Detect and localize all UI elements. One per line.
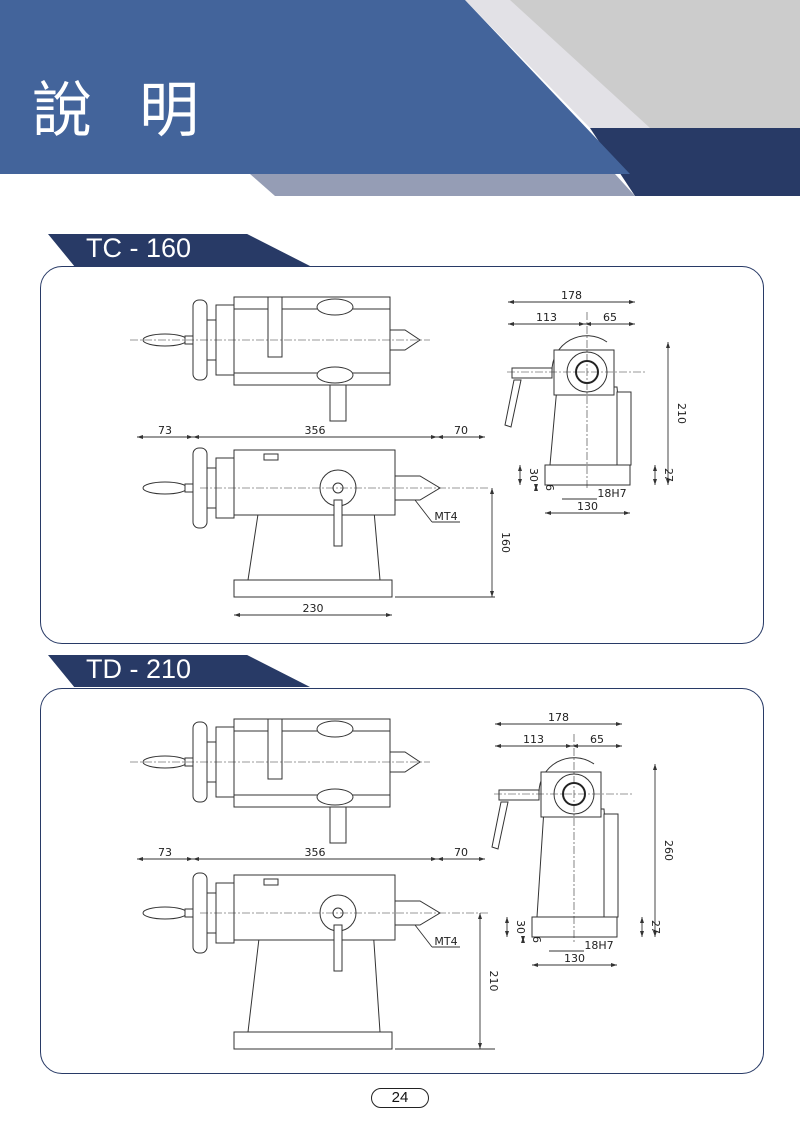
dim-right-width: 65	[590, 733, 604, 746]
page-number: 24	[371, 1088, 429, 1108]
section-title: TD - 210	[86, 654, 192, 684]
label-morse-taper: MT4	[434, 510, 457, 523]
dim-length: 356	[305, 424, 326, 437]
dim-tip: 70	[454, 846, 468, 859]
dim-base-length: 230	[303, 602, 324, 615]
dim-base-width: 130	[577, 500, 598, 513]
dim-height: 260	[662, 840, 675, 861]
dim-center-height: 160	[499, 532, 512, 553]
dim-slot: 18H7	[584, 939, 613, 952]
dim-height: 210	[675, 403, 688, 424]
dim-slot-depth: 6	[530, 936, 543, 943]
dim-length: 356	[305, 846, 326, 859]
dim-left-width: 113	[536, 311, 557, 324]
dim-width: 178	[548, 711, 569, 724]
dim-slot-depth: 6	[543, 484, 556, 491]
dim-width: 178	[561, 289, 582, 302]
label-morse-taper: MT4	[434, 935, 457, 948]
dim-foot: 27	[649, 920, 662, 934]
dim-base-height: 30	[514, 920, 527, 934]
dim-slot: 18H7	[597, 487, 626, 500]
dim-handle: 73	[158, 846, 172, 859]
dim-left-width: 113	[523, 733, 544, 746]
dim-handle: 73	[158, 424, 172, 437]
dim-tip: 70	[454, 424, 468, 437]
page-title: 說 明	[32, 76, 214, 146]
drawing-panel-td210	[40, 688, 764, 1074]
section-title: TC - 160	[86, 233, 192, 263]
dim-base-height: 30	[527, 468, 540, 482]
dim-right-width: 65	[603, 311, 617, 324]
dim-center-height: 210	[487, 971, 500, 992]
dim-base-width: 130	[564, 952, 585, 965]
drawing-panel-tc160	[40, 266, 764, 644]
dim-foot: 27	[662, 468, 675, 482]
header-banner	[0, 0, 800, 196]
